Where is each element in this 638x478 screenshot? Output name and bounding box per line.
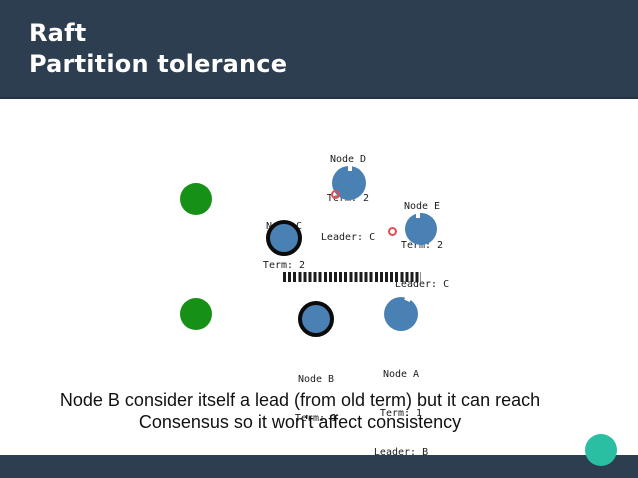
node-a-term: Term: 1	[379, 408, 423, 419]
node-b-label: Node B Term: 1	[256, 347, 376, 451]
slide-title: Raft	[29, 19, 87, 47]
node-d-name: Node D	[329, 154, 367, 165]
node-b-term: Term: 1	[294, 413, 338, 424]
node-a-label: Node A Term: 1 Leader: B	[341, 342, 461, 478]
node-a-circle	[384, 294, 418, 331]
caption-line-2: Consensus so it won't affect consistency	[138, 412, 462, 432]
client-circle-top	[180, 183, 212, 215]
node-b-circle-leader	[298, 301, 334, 337]
notch-icon	[348, 165, 352, 171]
node-a-leader: Leader: B	[373, 447, 429, 458]
node-e-circle	[405, 212, 437, 245]
node-e-leader: Leader: C	[394, 279, 450, 290]
network-partition-line	[283, 272, 421, 282]
slide-subtitle: Partition tolerance	[29, 50, 288, 78]
slide-header: Raft Partition tolerance	[0, 0, 638, 99]
vote-marker-icon-d	[331, 190, 340, 199]
caption-line-1: Node B consider itself a lead (from old …	[59, 390, 541, 410]
node-e-name: Node E	[403, 201, 441, 212]
node-b-name: Node B	[297, 374, 335, 385]
client-circle-bottom	[180, 298, 212, 330]
node-e-label: Node E Term: 2 Leader: C	[362, 174, 482, 317]
vote-marker-icon-e	[388, 227, 397, 236]
notch-icon	[416, 212, 420, 218]
node-d-leader: Leader: C	[320, 232, 376, 243]
accent-teal-circle	[585, 434, 617, 466]
slide-caption: Node B consider itself a lead (from old …	[0, 389, 600, 433]
node-c-term: Term: 2	[262, 260, 306, 271]
node-c-circle-leader	[266, 220, 302, 256]
notch-icon	[404, 294, 412, 303]
title-block: Raft Partition tolerance	[29, 18, 287, 80]
node-e-term: Term: 2	[400, 240, 444, 251]
footer-bar	[0, 455, 638, 478]
node-a-name: Node A	[382, 369, 420, 380]
